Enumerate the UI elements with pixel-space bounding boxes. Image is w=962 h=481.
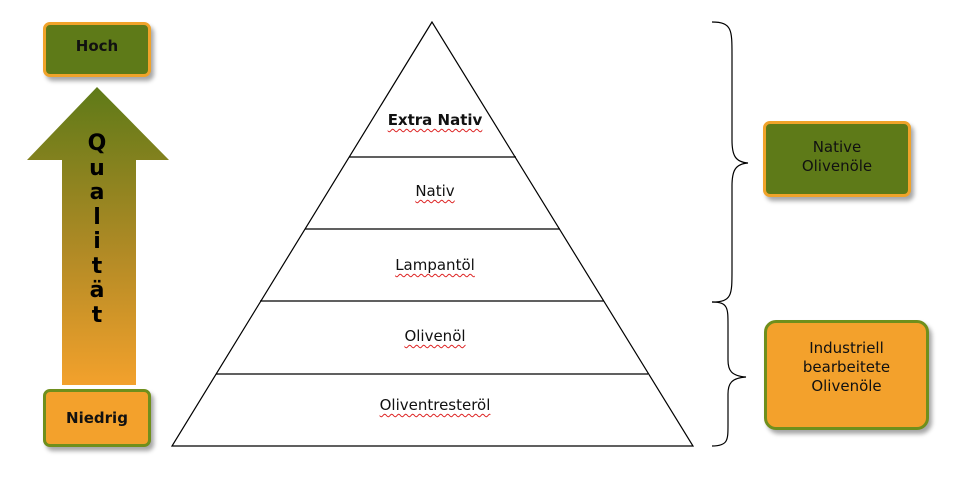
brace-native [711,21,749,303]
pyramid-layer-oliventresteroel: Oliventresteröl [379,396,491,414]
industrial-oils-line: Industriell [809,339,884,357]
quality-low-box: Niedrig [43,389,151,447]
axis-letter: t [91,253,103,279]
axis-letter: t [91,302,103,328]
native-oils-box: Native Olivenöle [763,121,911,197]
quality-high-label: Hoch [75,37,119,55]
native-oils-line: Native [812,138,862,156]
quality-axis-label: Q u a l i t ä t [72,131,122,328]
industrial-oils-line: Olivenöle [811,377,882,395]
axis-letter: u [89,155,105,181]
pyramid-layer-olivenoel: Olivenöl [404,327,466,345]
quality-arrow [27,87,169,385]
pyramid [170,20,695,447]
native-oils-line: Olivenöle [801,157,873,175]
pyramid-layer-extra-nativ: Extra Nativ [387,111,483,129]
axis-letter: a [89,180,105,205]
quality-low-label: Niedrig [66,409,128,427]
industrial-oils-line: bearbeitete [802,358,891,376]
axis-letter: Q [87,131,107,156]
quality-high-box: Hoch [43,22,151,77]
axis-letter: ä [89,278,105,303]
axis-letter: i [93,229,101,254]
brace-industrial [711,301,747,447]
pyramid-layer-lampantoel: Lampantöl [395,256,475,274]
pyramid-layer-nativ: Nativ [415,182,455,200]
pyramid-outline [170,20,695,447]
industrial-oils-box: Industriell bearbeitete Olivenöle [764,320,929,430]
axis-letter: l [93,204,101,230]
